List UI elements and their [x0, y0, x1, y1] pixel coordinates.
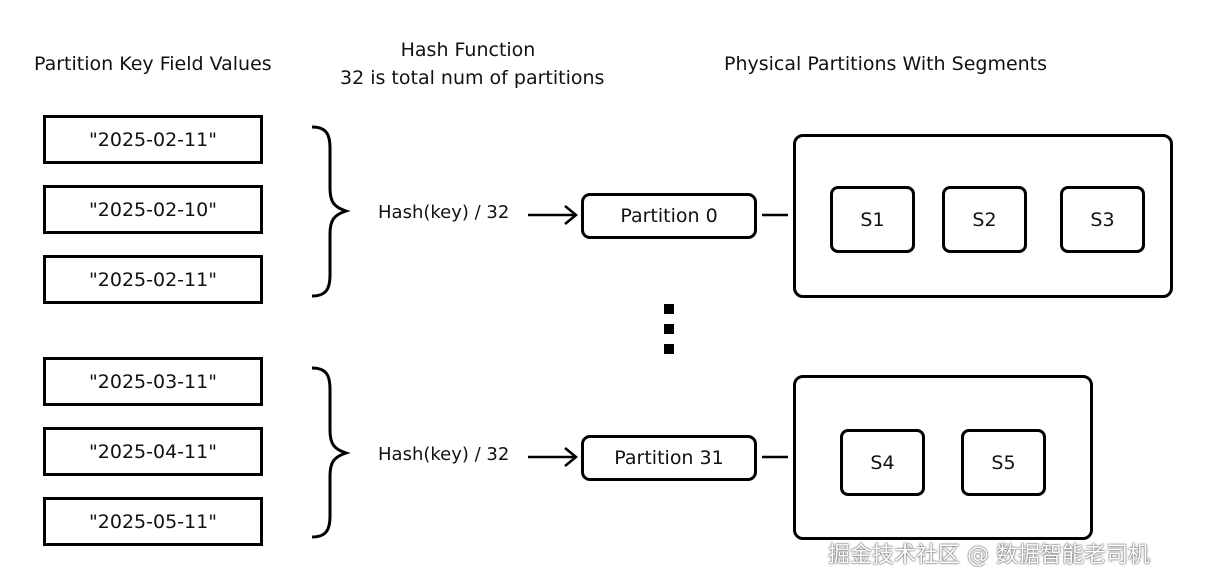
segment-box: S2 [942, 186, 1027, 253]
segment-box: S4 [840, 429, 925, 496]
heading-partition-keys: Partition Key Field Values [34, 53, 272, 75]
vertical-ellipsis-icon [664, 304, 674, 354]
heading-hash-title: Hash Function [400, 39, 536, 61]
watermark-text: 掘金技术社区 @ 数据智能老司机 [828, 543, 1150, 568]
segment-box: S3 [1060, 186, 1145, 253]
brace-bottom [311, 366, 351, 539]
key-value-box: "2025-02-11" [43, 255, 263, 304]
key-value-box: "2025-03-11" [43, 357, 263, 406]
partition-box-top: Partition 0 [581, 193, 757, 239]
heading-hash-subtitle: 32 is total num of partitions [340, 67, 605, 89]
heading-physical-partitions: Physical Partitions With Segments [724, 53, 1048, 75]
hash-label-bottom: Hash(key) / 32 [378, 444, 510, 465]
key-value-box: "2025-05-11" [43, 497, 263, 546]
key-value-box: "2025-02-10" [43, 185, 263, 234]
arrow-top [528, 205, 578, 225]
physical-partition-group-bottom: S4 S5 [793, 375, 1093, 540]
key-value-box: "2025-02-11" [43, 115, 263, 164]
key-value-box: "2025-04-11" [43, 427, 263, 476]
segment-box: S1 [830, 186, 915, 253]
arrow-bottom [528, 447, 578, 467]
brace-top [311, 125, 351, 298]
segment-box: S5 [961, 429, 1046, 496]
heading-hash-function: Hash Function 32 is total num of partiti… [340, 36, 605, 92]
partition-box-bottom: Partition 31 [581, 435, 757, 481]
physical-partition-group-top: S1 S2 S3 [793, 134, 1173, 298]
hash-label-top: Hash(key) / 32 [378, 202, 510, 223]
